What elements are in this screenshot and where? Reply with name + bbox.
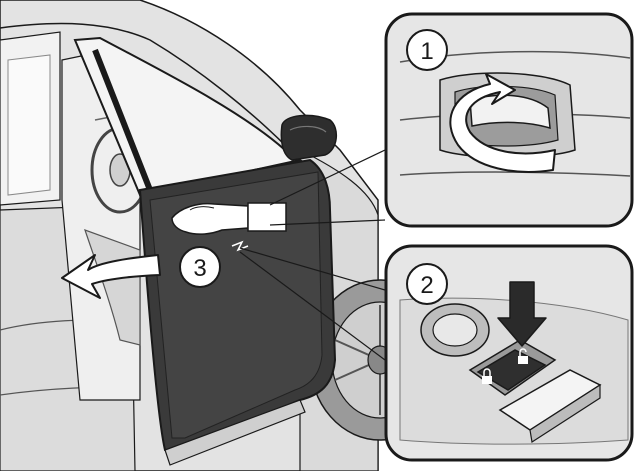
open-door xyxy=(73,36,337,466)
inset-2-lock-switch: 2 xyxy=(384,244,634,462)
step-1-number: 1 xyxy=(420,38,433,65)
callout-leaders xyxy=(239,149,386,361)
step-3-number: 3 xyxy=(193,255,206,282)
hand-pulling-handle-icon xyxy=(171,202,287,235)
side-mirror xyxy=(280,114,337,161)
step-2-number: 2 xyxy=(420,272,433,299)
push-door-arrow-icon xyxy=(61,254,161,299)
step-3-badge: 3 xyxy=(179,246,221,288)
inset-1-inner-handle: 1 xyxy=(384,12,634,228)
